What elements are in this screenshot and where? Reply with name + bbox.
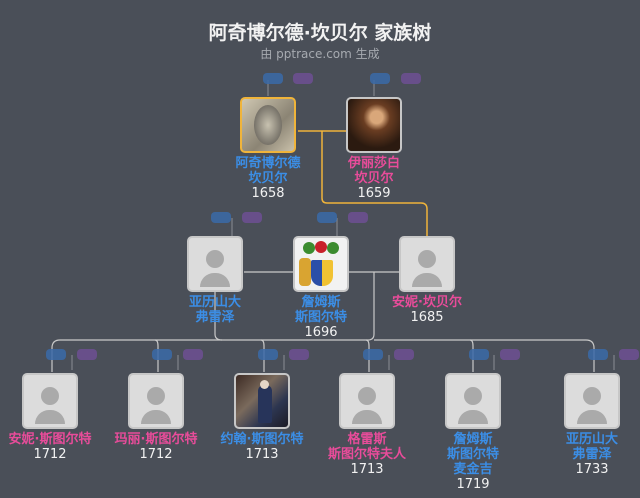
descent-line [51,272,375,372]
birth-year: 1696 [304,325,338,340]
father-link-pill[interactable] [363,349,383,360]
birth-year: 1713 [350,462,384,477]
person-card[interactable]: 詹姆斯 斯图尔特 麦金吉 1719 [413,373,533,492]
person-name: 詹姆斯 斯图尔特 [294,295,347,325]
descent-line [374,339,595,372]
person-card[interactable]: 玛丽·斯图尔特 1712 [96,373,216,462]
person-card[interactable]: 格雷斯 斯图尔特夫人 1713 [307,373,427,477]
coat-of-arms-photo [293,236,349,292]
person-card[interactable]: 安妮·斯图尔特 1712 [0,373,110,462]
page-subtitle: 由 pptrace.com 生成 [260,47,380,61]
mother-link-pill[interactable] [183,349,203,360]
father-link-pill[interactable] [258,349,278,360]
person-card[interactable]: 安妮·坎贝尔 1685 [367,236,487,325]
avatar-placeholder-icon [187,236,243,292]
person-name: 阿奇博尔德 坎贝尔 [235,156,301,186]
father-link-pill[interactable] [263,73,283,84]
father-link-pill[interactable] [588,349,608,360]
person-name: 安妮·斯图尔特 [8,432,92,447]
birth-year: 1713 [245,447,279,462]
person-card[interactable]: 伊丽莎白 坎贝尔 1659 [314,97,434,201]
father-link-pill[interactable] [317,212,337,223]
mother-link-pill[interactable] [289,349,309,360]
person-name: 亚历山大 弗雷泽 [188,295,241,325]
portrait-photo [234,373,290,429]
portrait-photo [346,97,402,153]
father-link-pill[interactable] [46,349,66,360]
father-link-pill[interactable] [469,349,489,360]
mother-link-pill[interactable] [242,212,262,223]
person-name: 詹姆斯 斯图尔特 麦金吉 [446,432,499,477]
person-name: 约翰·斯图尔特 [220,432,304,447]
birth-year: 1659 [357,186,391,201]
birth-year: 1719 [456,477,490,492]
mother-link-pill[interactable] [401,73,421,84]
avatar-placeholder-icon [128,373,184,429]
descent-line-root [321,131,428,236]
father-link-pill[interactable] [370,73,390,84]
person-card[interactable]: 詹姆斯 斯图尔特 1696 [261,236,381,340]
pill-stem [267,80,375,96]
person-card[interactable]: 亚历山大 弗雷泽 [155,236,275,325]
person-card[interactable]: 亚历山大 弗雷泽 1733 [532,373,640,477]
father-link-pill[interactable] [211,212,231,223]
avatar-placeholder-icon [564,373,620,429]
descent-line [214,292,223,341]
page-title: 阿奇博尔德·坎贝尔 家族树 [208,22,432,44]
mother-link-pill[interactable] [394,349,414,360]
birth-year: 1658 [251,186,285,201]
birth-year: 1685 [410,310,444,325]
mother-link-pill[interactable] [348,212,368,223]
birth-year: 1733 [575,462,609,477]
person-name: 安妮·坎贝尔 [392,295,462,310]
avatar-placeholder-icon [445,373,501,429]
avatar-placeholder-icon [399,236,455,292]
mother-link-pill[interactable] [77,349,97,360]
birth-year: 1712 [33,447,67,462]
pill-stem [71,355,615,370]
person-card-root[interactable]: 阿奇博尔德 坎贝尔 1658 [208,97,328,201]
person-name: 亚历山大 弗雷泽 [565,432,618,462]
person-card[interactable]: 约翰·斯图尔特 1713 [202,373,322,462]
person-name: 伊丽莎白 坎贝尔 [347,156,400,186]
pill-stem [231,218,338,236]
mother-link-pill[interactable] [293,73,313,84]
person-name: 玛丽·斯图尔特 [114,432,198,447]
father-link-pill[interactable] [152,349,172,360]
person-name: 格雷斯 斯图尔特夫人 [327,432,406,462]
avatar-placeholder-icon [22,373,78,429]
avatar-placeholder-icon [339,373,395,429]
mother-link-pill[interactable] [500,349,520,360]
mother-link-pill[interactable] [619,349,639,360]
portrait-photo [240,97,296,153]
birth-year: 1712 [139,447,173,462]
descent-line [154,339,474,372]
